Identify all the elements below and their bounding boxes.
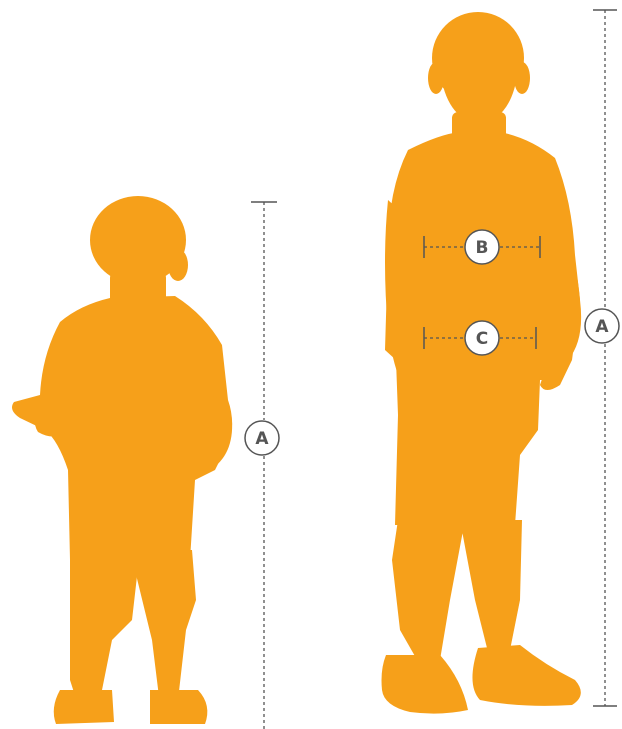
chest-label: B <box>476 238 489 258</box>
small-child-height-badge: A <box>245 421 279 455</box>
small-child-silhouette-icon <box>12 196 232 724</box>
large-child-height-label: A <box>595 317 609 337</box>
large-child-height-marker <box>593 10 617 706</box>
waist-measurement-badge: C <box>465 321 499 355</box>
small-child-height-marker <box>251 202 277 729</box>
small-child-height-label: A <box>255 429 269 449</box>
chest-measurement-badge: B <box>465 230 499 264</box>
large-child-height-badge: A <box>585 309 619 343</box>
large-child-silhouette-icon <box>382 12 582 714</box>
waist-label: C <box>476 329 488 349</box>
